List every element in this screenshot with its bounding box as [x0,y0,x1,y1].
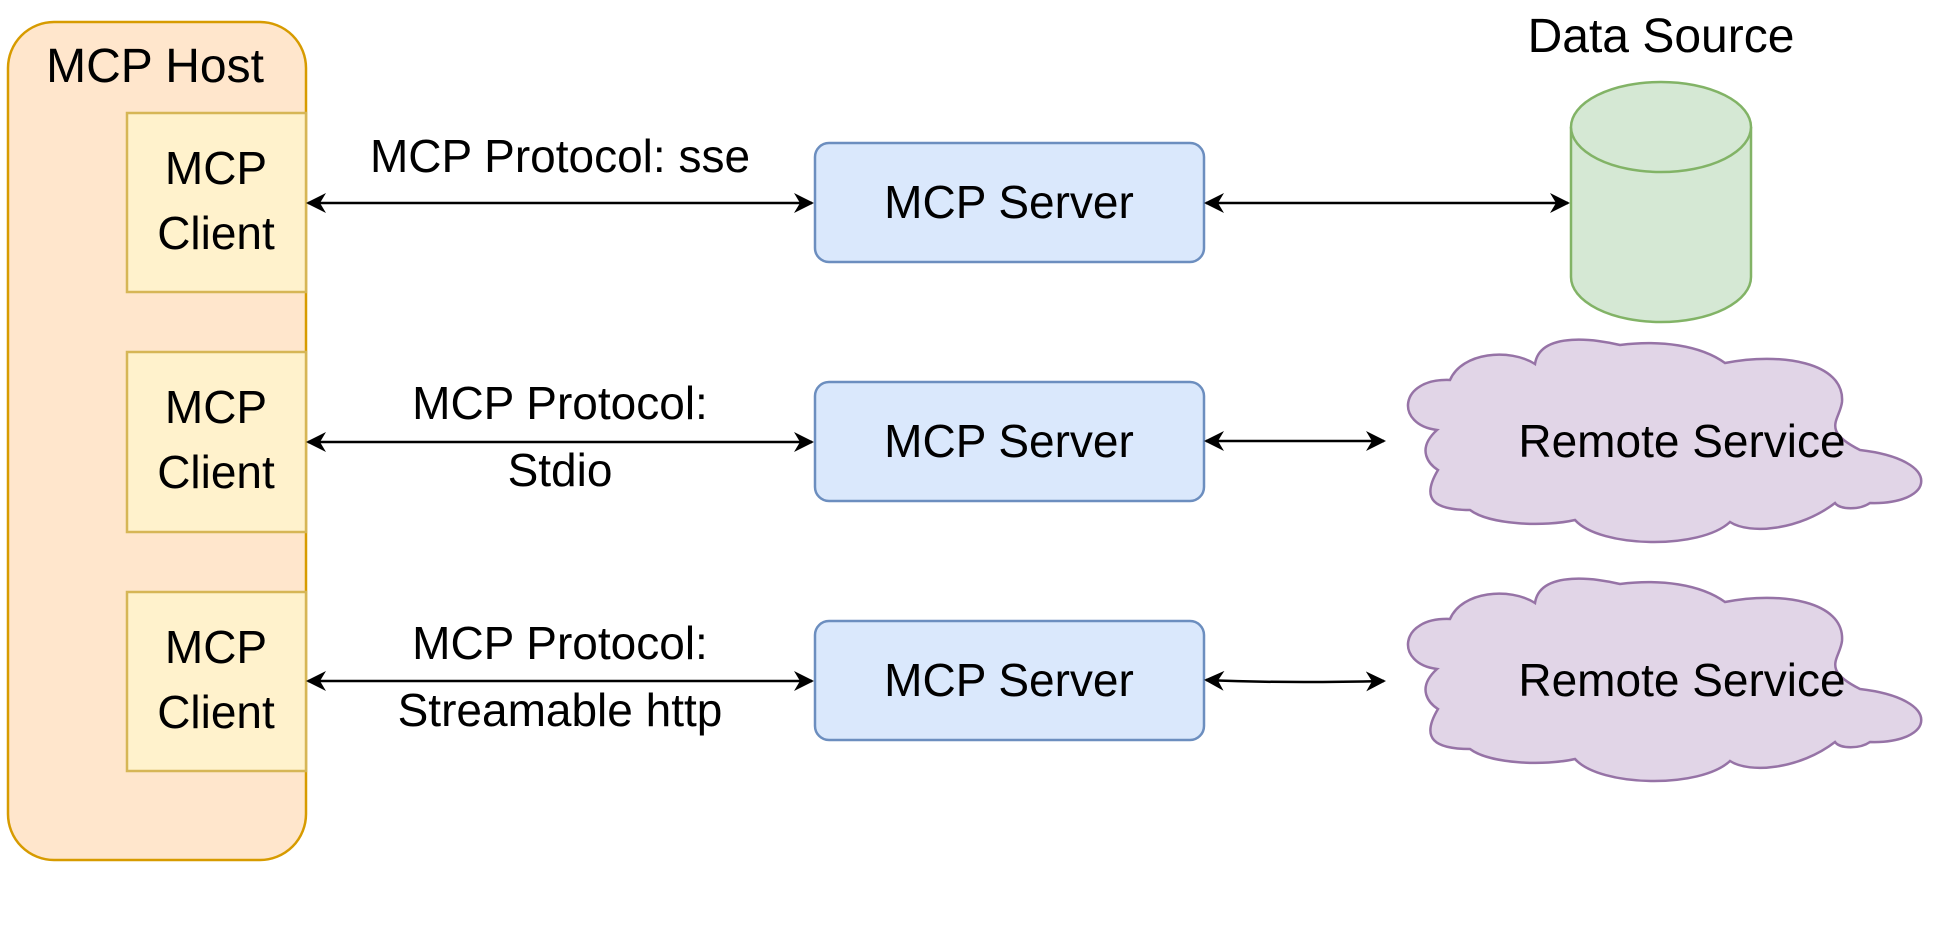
data-source-database-icon [1569,80,1753,324]
mcp-server-label: MCP Server [884,176,1134,228]
mcp-client-label-line2: Client [157,446,275,498]
mcp-server-box [813,619,1206,742]
mcp-server-label: MCP Server [884,654,1134,706]
mcp-host-title: MCP Host [46,40,264,93]
protocol-label-line1: MCP Protocol: [412,617,708,669]
remote-service-label: Remote Service [1518,654,1845,706]
mcp-client-box [125,350,308,534]
protocol-label-line2: Stdio [508,444,613,496]
mcp-client-label-line1: MCP [165,621,267,673]
row-stdio: MCP Client MCP Protocol: Stdio MCP Serve… [125,338,1923,544]
protocol-label-line1: MCP Protocol: sse [370,130,750,182]
row-streamable-http: MCP Client MCP Protocol: Streamable http… [125,577,1923,783]
mcp-client-label-line1: MCP [165,142,267,194]
data-source-label: Data Source [1528,10,1795,63]
mcp-client-box [125,111,308,294]
server-to-remote-service-arrow [1204,670,1386,692]
mcp-client-label-line1: MCP [165,381,267,433]
remote-service-cloud-icon [1406,338,1923,544]
mcp-server-label: MCP Server [884,415,1134,467]
mcp-client-box [125,590,308,773]
protocol-label-line1: MCP Protocol: [412,377,708,429]
remote-service-label: Remote Service [1518,415,1845,467]
protocol-label-line2: Streamable http [398,684,723,736]
mcp-client-label-line2: Client [157,686,275,738]
mcp-client-label-line2: Client [157,207,275,259]
remote-service-cloud-icon [1406,577,1923,783]
row-sse: MCP Client MCP Protocol: sse MCP Server … [125,10,1795,324]
